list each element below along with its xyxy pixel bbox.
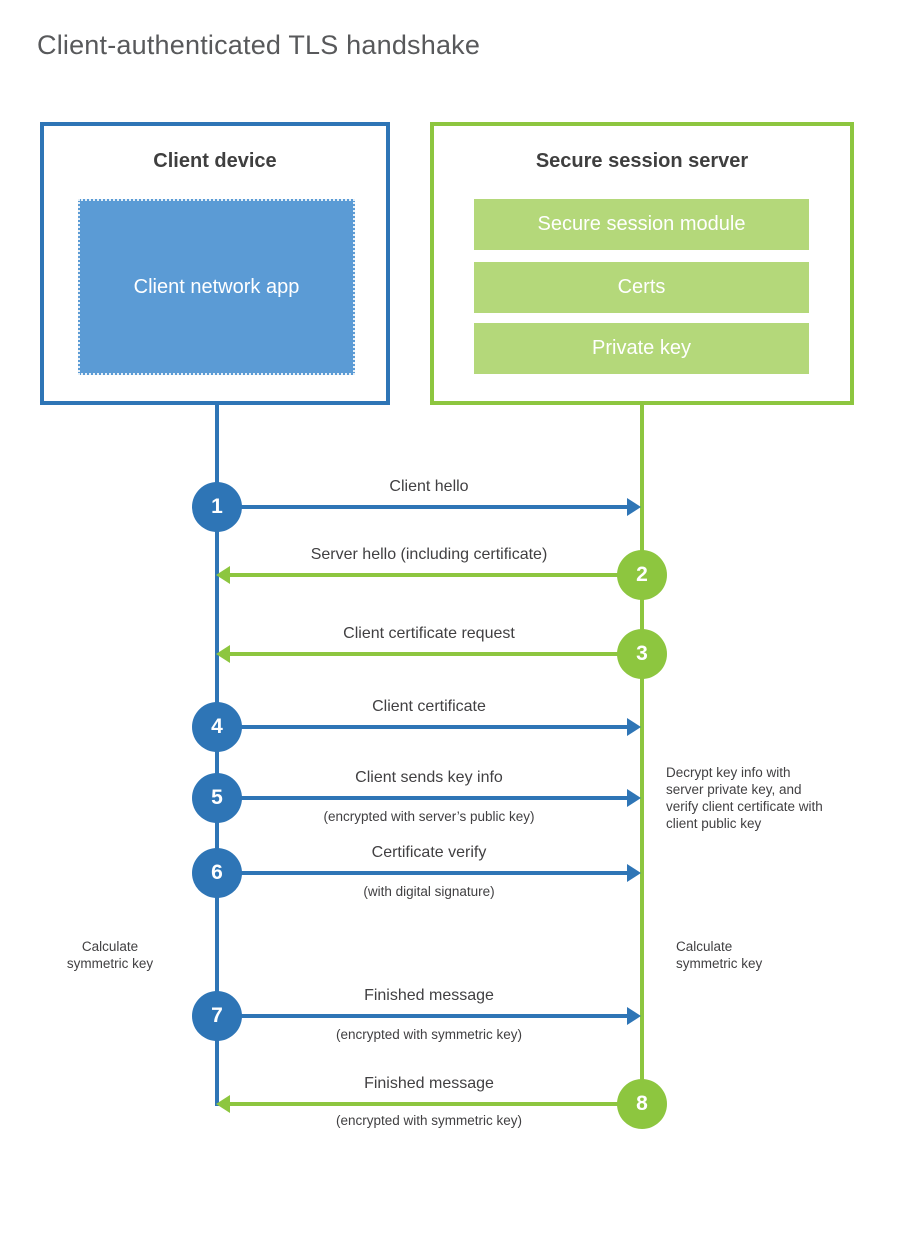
decrypt-note: Decrypt key info with server private key… [666,765,823,832]
server-module-secure-session: Secure session module [474,199,809,250]
step-4-arrow [240,725,630,729]
step-7-sublabel: (encrypted with symmetric key) [335,1027,523,1042]
step-6-label: Certificate verify [371,844,487,861]
step-1-label: Client hello [389,478,469,495]
client-device-box: Client device Client network app [40,122,390,405]
step-1-arrowhead-icon [627,498,641,516]
step-6-badge: 6 [192,848,242,898]
step-2-badge: 2 [617,550,667,600]
step-8-badge: 8 [617,1079,667,1129]
step-6-arrow [240,871,630,875]
step-2-label: Server hello (including certificate) [310,546,548,563]
step-7-arrowhead-icon [627,1007,641,1025]
step-3-arrow [230,652,618,656]
step-5-arrowhead-icon [627,789,641,807]
page-title: Client-authenticated TLS handshake [37,30,481,60]
server-module-private-key: Private key [474,323,809,374]
secure-session-server-box: Secure session server Secure session mod… [430,122,854,405]
step-7-label: Finished message [364,987,494,1004]
step-3-badge: 3 [617,629,667,679]
step-2-arrowhead-icon [216,566,230,584]
step-1-badge: 1 [192,482,242,532]
calculate-symmetric-key-note-server: Calculate symmetric key [676,939,763,972]
step-6-arrowhead-icon [627,864,641,882]
step-7-arrow [240,1014,630,1018]
step-8-sublabel: (encrypted with symmetric key) [335,1113,523,1128]
step-6-sublabel: (with digital signature) [363,884,495,899]
secure-session-server-title: Secure session server [535,150,749,172]
step-8-arrowhead-icon [216,1095,230,1113]
client-network-app-node: Client network app [78,199,355,375]
step-4-arrowhead-icon [627,718,641,736]
step-4-badge: 4 [192,702,242,752]
step-3-arrowhead-icon [216,645,230,663]
step-5-badge: 5 [192,773,242,823]
step-5-sublabel: (encrypted with server’s public key) [323,809,535,824]
step-8-label: Finished message [364,1075,494,1092]
step-7-badge: 7 [192,991,242,1041]
step-3-label: Client certificate request [343,625,515,642]
server-module-certs: Certs [474,262,809,313]
server-lifeline [640,405,644,1104]
step-5-label: Client sends key info [355,769,503,786]
step-2-arrow [230,573,618,577]
client-network-app-label: Client network app [133,275,300,298]
calculate-symmetric-key-note-client: Calculate symmetric key [66,939,154,972]
client-device-title: Client device [153,150,277,172]
step-5-arrow [240,796,630,800]
client-lifeline [215,405,219,1106]
step-8-arrow [230,1102,618,1106]
step-4-label: Client certificate [372,698,486,715]
step-1-arrow [240,505,630,509]
